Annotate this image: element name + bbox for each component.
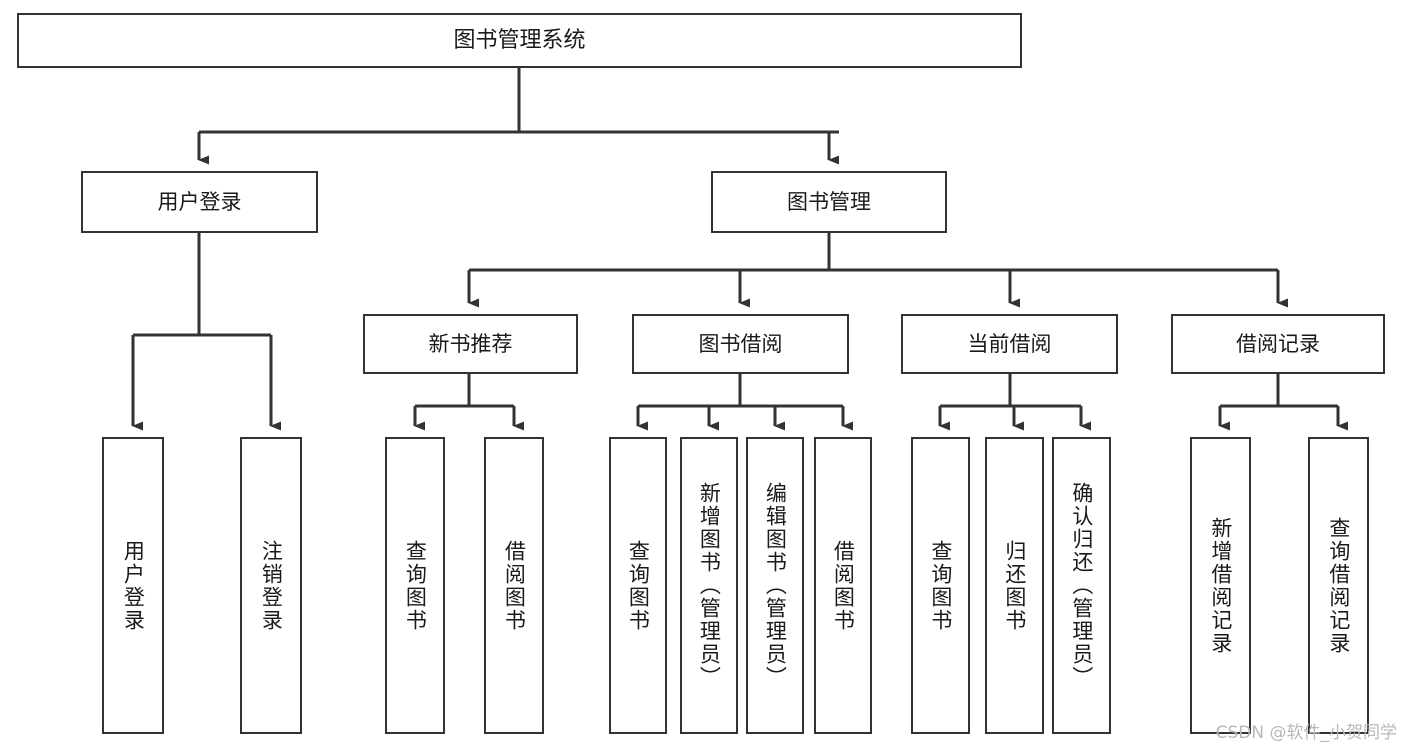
node-root-label: 图书管理系统: [453, 27, 586, 53]
node-leaf-borrow-book-1[interactable]: 借阅图书: [484, 437, 544, 734]
node-leaf-return-book-label: 归还图书: [1002, 539, 1027, 632]
node-leaf-query-book-3[interactable]: 查询图书: [911, 437, 970, 734]
node-borrow-record-label: 借阅记录: [1236, 331, 1320, 356]
node-leaf-add-record-label: 新增借阅记录: [1208, 516, 1233, 655]
node-leaf-query-record-label: 查询借阅记录: [1326, 516, 1351, 655]
node-leaf-query-book-3-label: 查询图书: [928, 539, 953, 632]
watermark-text: CSDN @软件_小贺同学: [1215, 723, 1397, 743]
node-user-login[interactable]: 用户登录: [81, 171, 318, 233]
node-leaf-confirm-return-label: 确认归还（管理员）: [1069, 482, 1094, 689]
node-leaf-edit-book-label: 编辑图书（管理员）: [763, 482, 788, 689]
edge-newbookrec-to-leaves: [413, 374, 524, 431]
node-book-borrow-label: 图书借阅: [698, 331, 783, 356]
node-user-login-label: 用户登录: [157, 189, 242, 214]
node-leaf-add-record[interactable]: 新增借阅记录: [1190, 437, 1251, 734]
node-current-borrow[interactable]: 当前借阅: [901, 314, 1118, 374]
node-leaf-edit-book[interactable]: 编辑图书（管理员）: [746, 437, 804, 734]
edge-userlogin-to-leaves: [131, 233, 281, 431]
edge-bookborrow-to-leaves: [636, 374, 853, 431]
edge-root-to-level1: [197, 68, 839, 165]
node-leaf-add-book-label: 新增图书（管理员）: [697, 482, 722, 689]
node-leaf-borrow-book-1-label: 借阅图书: [502, 539, 527, 632]
node-leaf-query-book-2-label: 查询图书: [626, 539, 651, 632]
node-new-book-rec[interactable]: 新书推荐: [363, 314, 578, 374]
node-leaf-add-book[interactable]: 新增图书（管理员）: [680, 437, 738, 734]
node-leaf-return-book[interactable]: 归还图书: [985, 437, 1044, 734]
edge-borrowrecord-to-leaves: [1218, 374, 1348, 431]
edge-currentborrow-to-leaves: [938, 374, 1091, 431]
node-book-borrow[interactable]: 图书借阅: [632, 314, 849, 374]
node-leaf-query-record[interactable]: 查询借阅记录: [1308, 437, 1369, 734]
node-leaf-confirm-return[interactable]: 确认归还（管理员）: [1052, 437, 1111, 734]
node-book-manage[interactable]: 图书管理: [711, 171, 947, 233]
edge-bookmanage-to-level2: [467, 233, 1288, 308]
node-root[interactable]: 图书管理系统: [17, 13, 1022, 68]
node-leaf-borrow-book-2[interactable]: 借阅图书: [814, 437, 872, 734]
node-borrow-record[interactable]: 借阅记录: [1171, 314, 1385, 374]
node-leaf-query-book-2[interactable]: 查询图书: [609, 437, 667, 734]
node-leaf-user-login[interactable]: 用户登录: [102, 437, 164, 734]
node-leaf-logout-label: 注销登录: [259, 539, 284, 632]
node-current-borrow-label: 当前借阅: [967, 331, 1052, 356]
node-new-book-rec-label: 新书推荐: [428, 331, 513, 356]
node-book-manage-label: 图书管理: [787, 189, 871, 214]
node-leaf-query-book-1[interactable]: 查询图书: [385, 437, 445, 734]
node-leaf-borrow-book-2-label: 借阅图书: [831, 539, 856, 632]
node-leaf-query-book-1-label: 查询图书: [403, 539, 428, 632]
node-leaf-logout[interactable]: 注销登录: [240, 437, 302, 734]
node-leaf-user-login-label: 用户登录: [121, 539, 146, 632]
